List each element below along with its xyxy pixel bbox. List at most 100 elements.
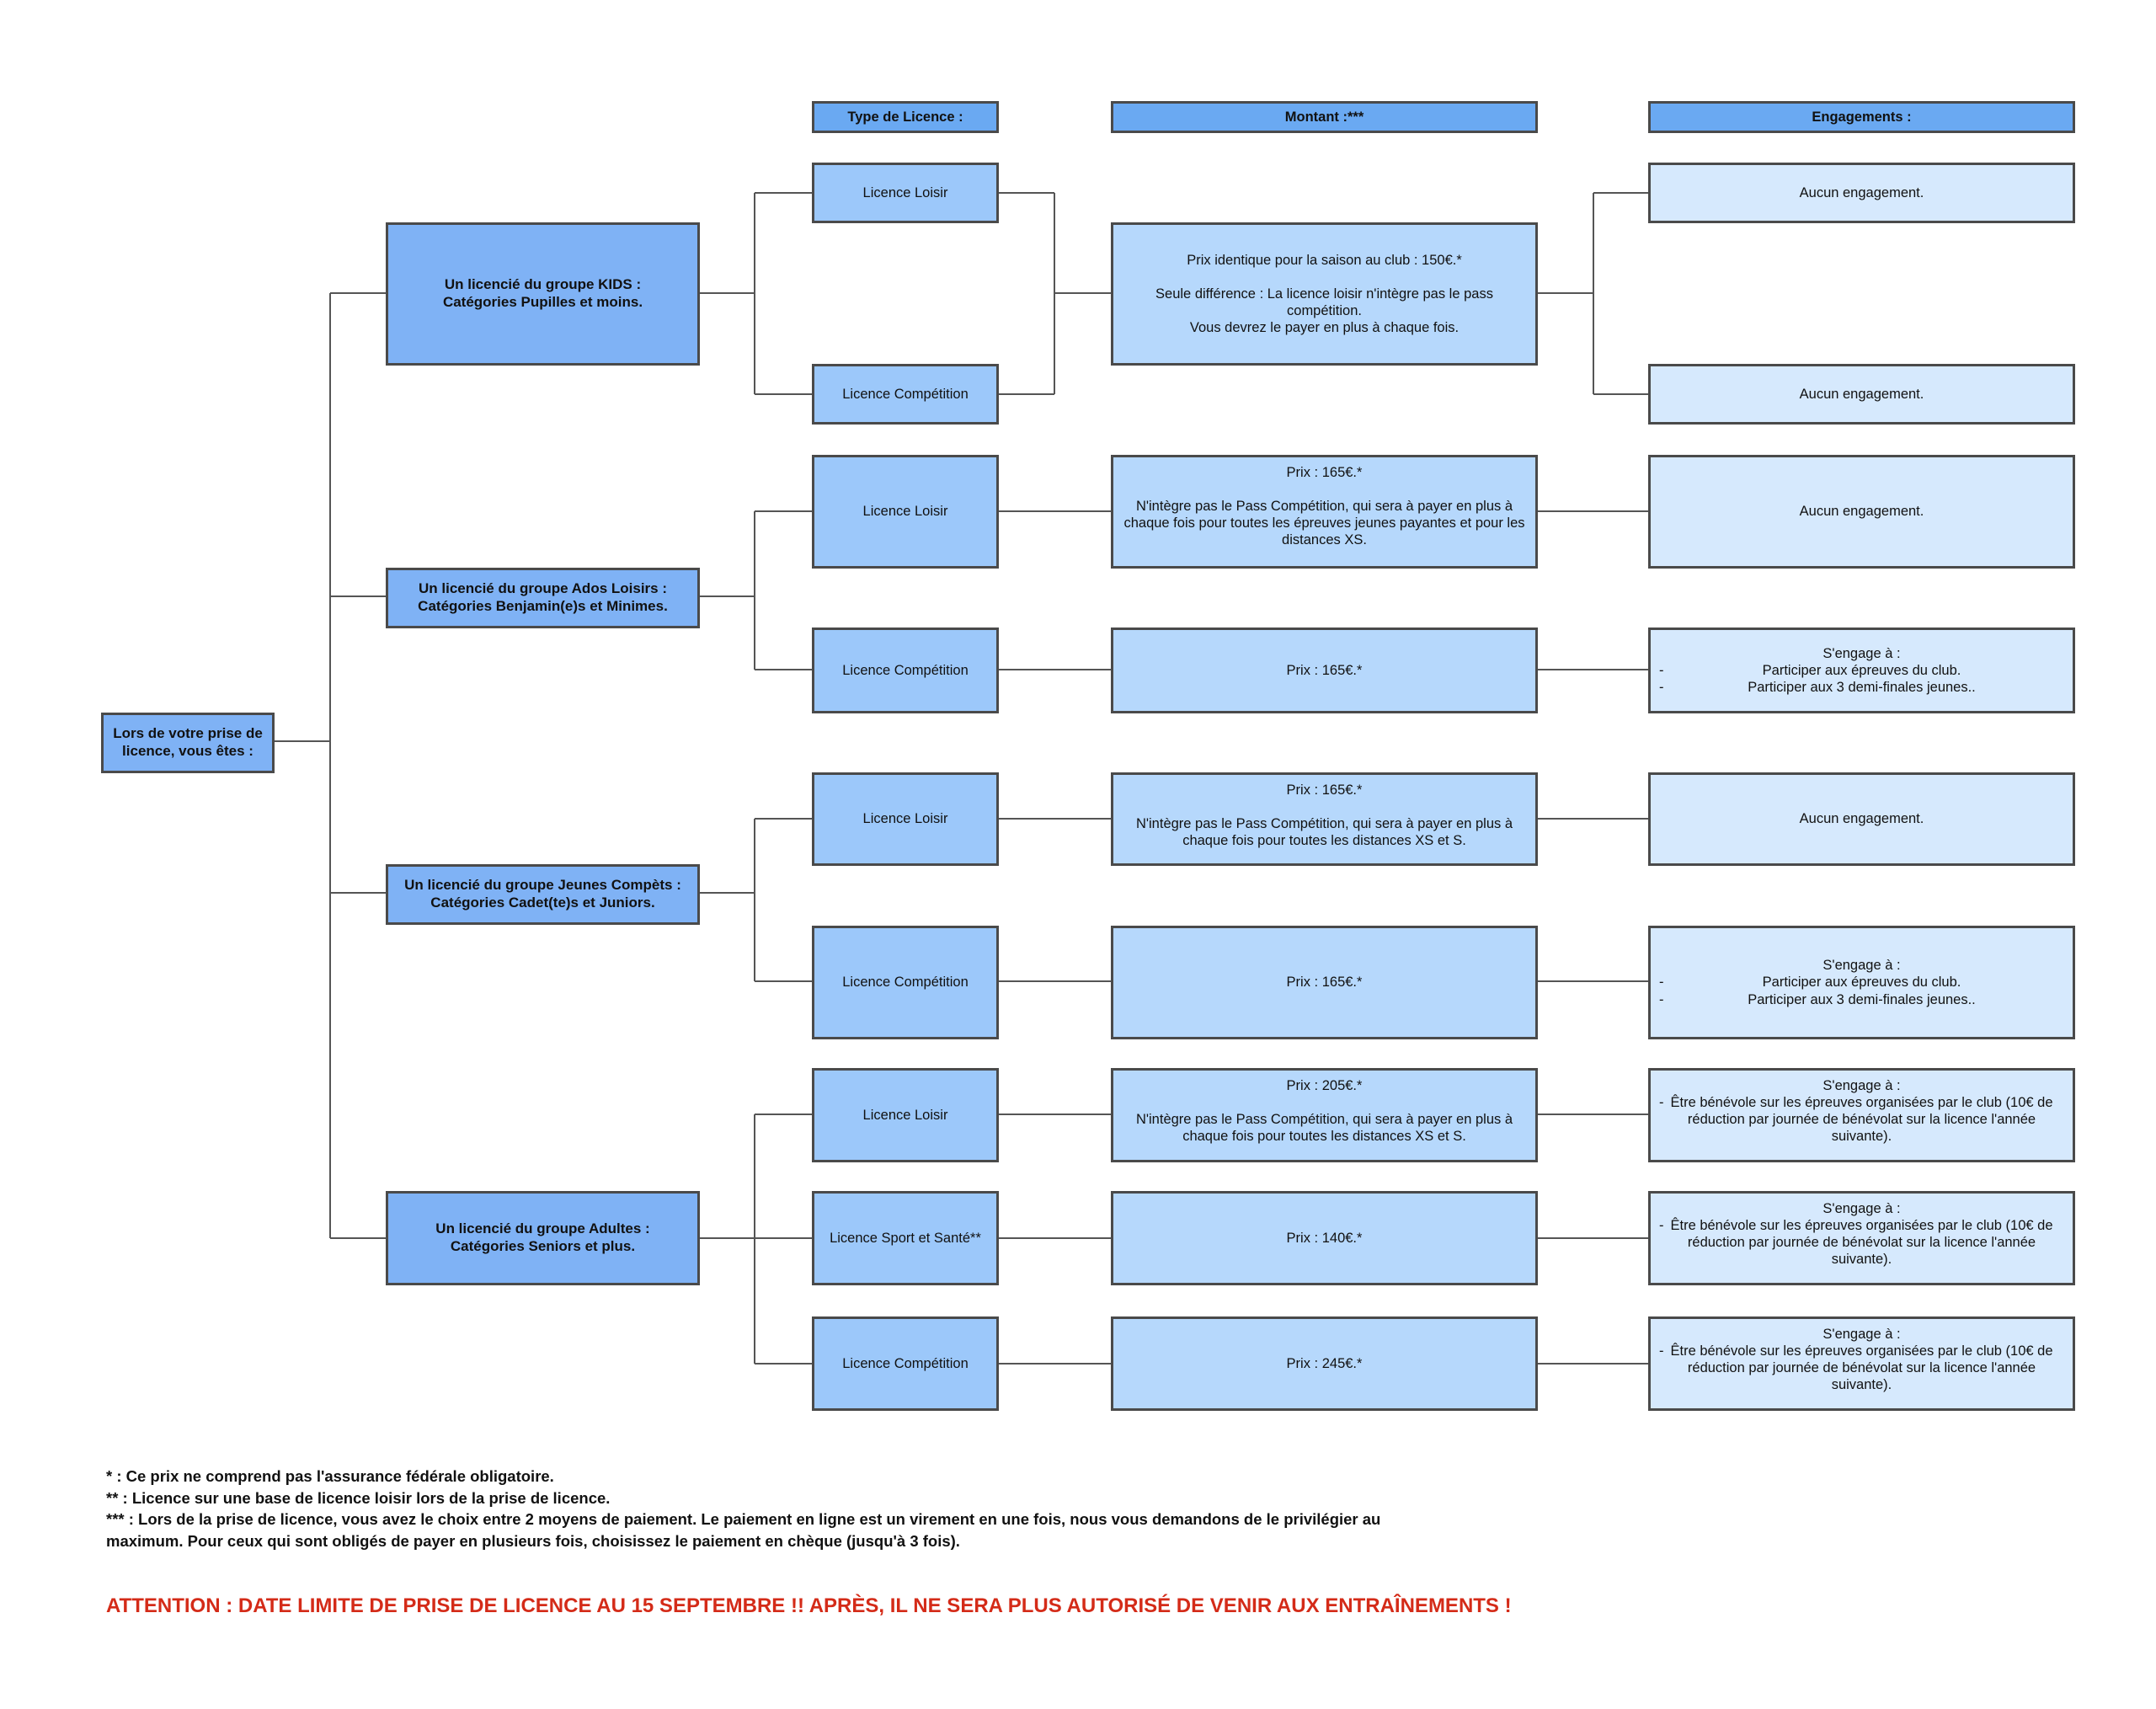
connector-ados (699, 510, 1649, 670)
price-line: Prix identique pour la saison au club : … (1187, 252, 1462, 268)
connector-kids (699, 192, 1649, 395)
header-type-licence: Type de Licence : (812, 101, 999, 133)
group-jeunes-categories: Catégories Cadet(te)s et Juniors. (430, 895, 655, 911)
bullet-dash: - (1659, 991, 1664, 1007)
price-line: compétition. (1287, 303, 1362, 318)
connector-root (273, 292, 387, 1239)
header-engagements: Engagements : (1648, 101, 2075, 133)
type-jeunes-competition: Licence Compétition (812, 926, 999, 1039)
price-adultes-competition: Prix : 245€.* (1111, 1316, 1538, 1411)
header-montant-label: Montant :*** (1284, 109, 1364, 125)
type-label: Licence Compétition (842, 1355, 969, 1371)
type-jeunes-loisir: Licence Loisir (812, 772, 999, 866)
engagement-heading: S'engage à : (1822, 1201, 1901, 1216)
price-line: Seule différence : La licence loisir n'i… (1155, 286, 1493, 302)
price-line: Prix : 140€.* (1286, 1230, 1363, 1246)
footnote-assurance: * : Ce prix ne comprend pas l'assurance … (106, 1467, 554, 1485)
type-ados-competition: Licence Compétition (812, 628, 999, 713)
bullet-dash: - (1659, 680, 1664, 696)
footnote-paiement-cont: maximum. Pour ceux qui sont obligés de p… (106, 1531, 960, 1550)
group-ados: Un licencié du groupe Ados Loisirs : Cat… (386, 568, 700, 628)
engagement-ados-loisir: Aucun engagement. (1648, 455, 2075, 569)
footnote-sport-sante: ** : Licence sur une base de licence loi… (106, 1488, 611, 1507)
engagement-jeunes-competition: S'engage à : -Participer aux épreuves du… (1648, 926, 2075, 1039)
price-line: chaque fois pour toutes les distances XS… (1182, 1129, 1466, 1145)
price-line: Prix : 165€.* (1286, 975, 1363, 991)
root-line-1: Lors de votre prise de (113, 725, 263, 742)
type-adultes-competition: Licence Compétition (812, 1316, 999, 1411)
engagement-item: suivante). (1831, 1377, 1892, 1393)
engagement-item: Être bénévole sur les épreuves organisée… (1670, 1218, 2053, 1234)
group-jeunes: Un licencié du groupe Jeunes Compèts : C… (386, 864, 700, 925)
connector-jeunes (699, 818, 1649, 982)
type-kids-competition: Licence Compétition (812, 364, 999, 425)
engagement-adultes-competition: S'engage à : -Être bénévole sur les épre… (1648, 1316, 2075, 1411)
price-line: N'intègre pas le Pass Compétition, qui s… (1135, 499, 1513, 515)
group-ados-title: Un licencié du groupe Ados Loisirs : (418, 580, 668, 597)
type-ados-loisir: Licence Loisir (812, 455, 999, 569)
price-line: chaque fois pour toutes les épreuves jeu… (1123, 515, 1525, 531)
group-ados-categories: Catégories Benjamin(e)s et Minimes. (418, 598, 668, 614)
price-kids: Prix identique pour la saison au club : … (1111, 222, 1538, 366)
root-node: Lors de votre prise de licence, vous ête… (101, 713, 275, 773)
type-kids-loisir: Licence Loisir (812, 163, 999, 223)
type-label: Licence Loisir (862, 811, 948, 827)
engagement-text: Aucun engagement. (1799, 386, 1924, 402)
type-label: Licence Loisir (862, 1107, 948, 1123)
price-jeunes-competition: Prix : 165€.* (1111, 926, 1538, 1039)
bullet-dash: - (1659, 1343, 1664, 1359)
price-line: Prix : 205€.* (1286, 1078, 1363, 1093)
group-adultes: Un licencié du groupe Adultes : Catégori… (386, 1191, 700, 1285)
engagement-item: Participer aux épreuves du club. (1762, 975, 1961, 991)
engagement-heading: S'engage à : (1822, 645, 1901, 661)
engagement-item: suivante). (1831, 1129, 1892, 1145)
bullet-dash: - (1659, 975, 1664, 991)
price-line: Prix : 165€.* (1286, 782, 1363, 798)
engagement-item: Être bénévole sur les épreuves organisée… (1670, 1343, 2053, 1359)
engagement-text: Aucun engagement. (1799, 811, 1924, 827)
header-montant: Montant :*** (1111, 101, 1538, 133)
engagement-kids-loisir: Aucun engagement. (1648, 163, 2075, 223)
price-ados-loisir: Prix : 165€.* N'intègre pas le Pass Comp… (1111, 455, 1538, 569)
type-label: Licence Compétition (842, 662, 969, 678)
type-label: Licence Compétition (842, 975, 969, 991)
price-line: N'intègre pas le Pass Compétition, qui s… (1135, 1112, 1513, 1128)
engagement-heading: S'engage à : (1822, 1327, 1901, 1342)
type-label: Licence Loisir (862, 184, 948, 200)
price-line: N'intègre pas le Pass Compétition, qui s… (1135, 816, 1513, 832)
price-jeunes-loisir: Prix : 165€.* N'intègre pas le Pass Comp… (1111, 772, 1538, 866)
price-adultes-sport-sante: Prix : 140€.* (1111, 1191, 1538, 1285)
engagement-item: suivante). (1831, 1252, 1892, 1268)
group-kids-categories: Catégories Pupilles et moins. (442, 294, 643, 310)
engagement-item: Être bénévole sur les épreuves organisée… (1670, 1095, 2053, 1111)
bullet-dash: - (1659, 1095, 1664, 1111)
engagement-heading: S'engage à : (1822, 1078, 1901, 1093)
type-adultes-loisir: Licence Loisir (812, 1068, 999, 1162)
price-adultes-loisir: Prix : 205€.* N'intègre pas le Pass Comp… (1111, 1068, 1538, 1162)
footnotes: * : Ce prix ne comprend pas l'assurance … (106, 1466, 1555, 1551)
bullet-dash: - (1659, 1218, 1664, 1234)
price-line: chaque fois pour toutes les distances XS… (1182, 833, 1466, 849)
group-kids-title: Un licencié du groupe KIDS : (444, 276, 642, 293)
attention-deadline: ATTENTION : DATE LIMITE DE PRISE DE LICE… (106, 1594, 1512, 1617)
type-label: Licence Compétition (842, 386, 969, 402)
price-line: Prix : 245€.* (1286, 1355, 1363, 1371)
engagement-item: réduction par journée de bénévolat sur l… (1687, 1360, 2036, 1376)
engagement-adultes-loisir: S'engage à : -Être bénévole sur les épre… (1648, 1068, 2075, 1162)
engagement-ados-competition: S'engage à : -Participer aux épreuves du… (1648, 628, 2075, 713)
type-label: Licence Loisir (862, 504, 948, 520)
type-label: Licence Sport et Santé** (830, 1230, 981, 1246)
header-engagements-label: Engagements : (1812, 109, 1912, 125)
engagement-item: Participer aux 3 demi-finales jeunes.. (1748, 680, 1976, 696)
engagement-text: Aucun engagement. (1799, 504, 1924, 520)
engagement-adultes-sport-sante: S'engage à : -Être bénévole sur les épre… (1648, 1191, 2075, 1285)
header-type-label: Type de Licence : (847, 109, 963, 125)
price-line: Prix : 165€.* (1286, 662, 1363, 678)
engagement-item: Participer aux 3 demi-finales jeunes.. (1748, 991, 1976, 1007)
price-ados-competition: Prix : 165€.* (1111, 628, 1538, 713)
engagement-item: réduction par journée de bénévolat sur l… (1687, 1112, 2036, 1128)
bullet-dash: - (1659, 662, 1664, 678)
price-line: Vous devrez le payer en plus à chaque fo… (1189, 320, 1460, 336)
price-line: distances XS. (1282, 532, 1367, 548)
